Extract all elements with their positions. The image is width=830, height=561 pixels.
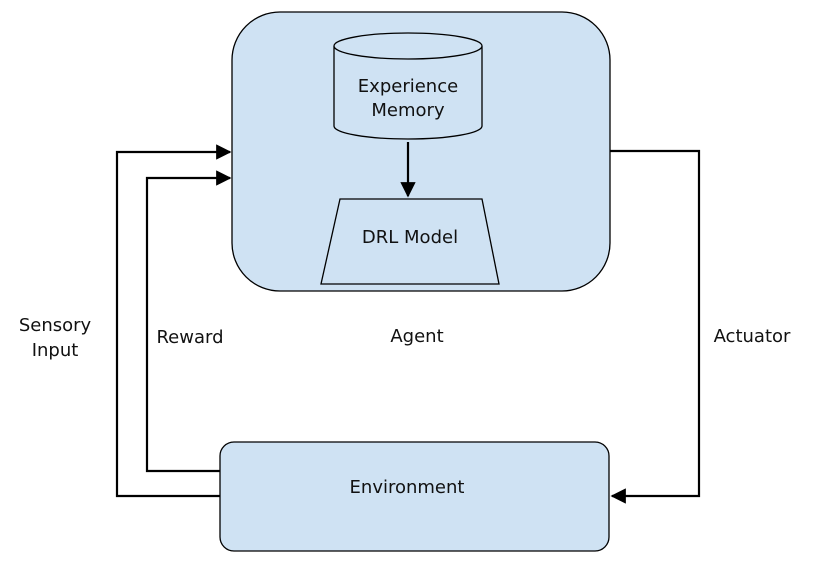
agent-label: Agent <box>390 326 443 347</box>
reward-arrow <box>145 170 232 473</box>
actuator-label: Actuator <box>714 326 791 347</box>
drl-model-label: DRL Model <box>362 227 458 248</box>
experience-memory-cylinder <box>333 32 483 140</box>
drl-model-trapezoid <box>320 198 500 285</box>
reward-label: Reward <box>156 327 223 348</box>
sensory-input-label-line1: Sensory <box>19 315 92 336</box>
experience-memory-label-line2: Memory <box>371 100 445 121</box>
sensory-input-arrow <box>115 144 232 498</box>
sensory-input-label-line2: Input <box>32 340 79 361</box>
environment-label: Environment <box>350 477 465 498</box>
actuator-arrow <box>610 149 701 504</box>
experience-memory-label-line1: Experience <box>358 76 458 97</box>
